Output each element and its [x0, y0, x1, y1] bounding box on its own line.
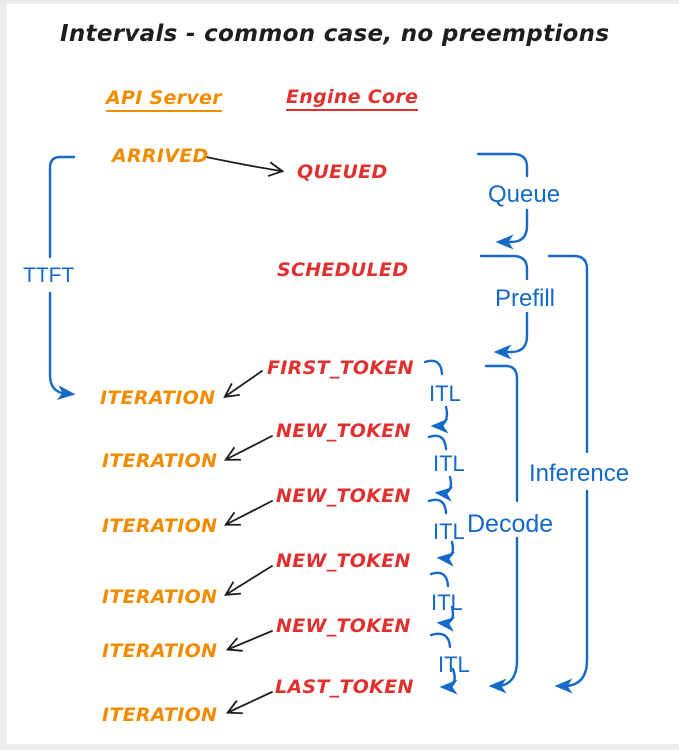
first-token-to-iteration-arrow: [223, 370, 263, 398]
column-header-engine-core: Engine Core: [286, 87, 419, 111]
event-iteration-3: ITERATION: [102, 515, 218, 537]
event-new-token-4: NEW_TOKEN: [276, 615, 411, 637]
interval-label-prefill: Prefill: [495, 285, 556, 312]
page-edge-left: [0, 0, 7, 750]
prefill-bracket-arrow: [481, 254, 529, 352]
event-new-token-2: NEW_TOKEN: [276, 485, 411, 507]
event-first-token: FIRST_TOKEN: [267, 357, 414, 379]
page-edge-bottom: [0, 744, 679, 750]
event-new-token-1: NEW_TOKEN: [276, 420, 411, 442]
itl-arc-4: [429, 571, 450, 588]
event-iteration-2: ITERATION: [102, 450, 218, 472]
inference-bracket-arrow: [549, 254, 589, 686]
queue-bracket-arrow: [476, 152, 529, 242]
new-token-to-iteration-arrow-2: [223, 500, 273, 526]
arrived-to-queued-arrow: [205, 156, 285, 177]
diagram-title: Intervals - common case, no preemptions: [60, 21, 610, 47]
event-last-token: LAST_TOKEN: [275, 676, 414, 698]
interval-label-itl-4: ITL: [431, 590, 463, 615]
event-arrived: ARRIVED: [112, 145, 209, 167]
event-queued: QUEUED: [297, 161, 388, 183]
column-header-api-server: API Server: [106, 88, 222, 112]
event-iteration-4: ITERATION: [102, 586, 218, 608]
event-iteration-1: ITERATION: [100, 387, 216, 409]
event-new-token-3: NEW_TOKEN: [276, 550, 411, 572]
interval-label-queue: Queue: [488, 181, 561, 208]
itl-arc-1: [423, 359, 444, 376]
itl-hook-arrow-1: [430, 405, 449, 434]
interval-label-ttft: TTFT: [23, 264, 75, 287]
decode-bracket-arrow: [486, 364, 519, 686]
interval-label-inference: Inference: [529, 460, 630, 487]
interval-label-itl-3: ITL: [433, 519, 465, 544]
last-token-to-iteration-arrow: [225, 691, 273, 715]
event-iteration-6: ITERATION: [102, 704, 218, 726]
itl-arc-2: [427, 434, 448, 451]
itl-hook-arrow-5: [439, 667, 458, 695]
new-token-to-iteration-arrow-4: [225, 630, 273, 652]
itl-arc-3: [427, 498, 448, 515]
interval-label-itl-1: ITL: [429, 381, 461, 406]
new-token-to-iteration-arrow-1: [223, 435, 273, 461]
interval-label-itl-2: ITL: [433, 451, 465, 476]
itl-arc-5: [429, 632, 452, 649]
interval-label-itl-5: ITL: [438, 652, 470, 677]
event-scheduled: SCHEDULED: [277, 259, 409, 281]
event-iteration-5: ITERATION: [102, 640, 218, 662]
interval-label-decode: Decode: [467, 510, 554, 538]
itl-hook-arrow-3: [436, 540, 456, 567]
itl-hook-arrow-2: [434, 475, 454, 502]
ttft-bracket-arrow: [48, 155, 74, 394]
new-token-to-iteration-arrow-3: [224, 565, 273, 596]
page-edge-top: [0, 0, 679, 4]
itl-hook-arrow-4: [436, 605, 456, 632]
